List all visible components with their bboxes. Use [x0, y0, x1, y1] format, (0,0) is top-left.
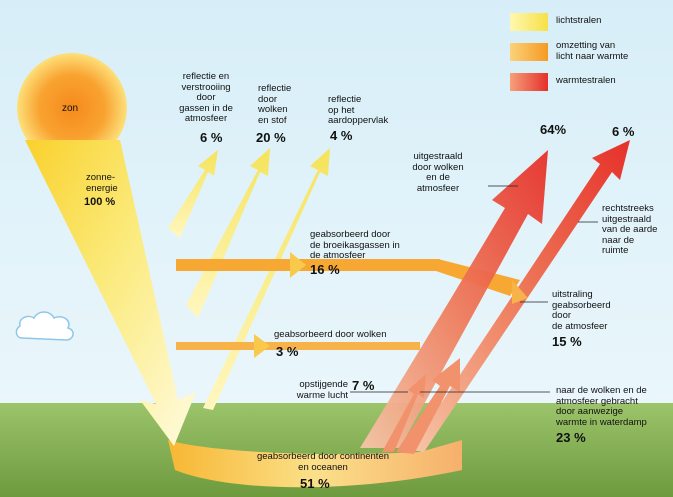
legend-label-heat: warmtestralen	[556, 75, 616, 86]
absorbed-surface-label: geabsorbeerd door continenten en oceanen	[256, 451, 390, 473]
latent-arrow	[396, 358, 460, 454]
surface-band	[168, 440, 462, 488]
reflect-clouds-arrow	[186, 148, 270, 318]
legend-swatch-conversion	[510, 43, 548, 61]
direct-label: rechtstreeks uitgestraald van de aarde n…	[602, 203, 658, 256]
legend-label-light: lichtstralen	[556, 15, 602, 26]
greenhouse-bar	[176, 259, 440, 271]
clouds-bar-arrow	[254, 334, 270, 358]
reflect-clouds-label: reflectie door wolken en stof	[258, 83, 292, 126]
sun-label: zon	[62, 103, 79, 114]
latent-label: naar de wolken en de atmosfeer gebracht …	[556, 385, 647, 428]
radiated-clouds-label: uitgestraald door wolken en de atmosfeer	[412, 151, 464, 194]
absorbed-greenhouse-label: geabsorbeerd door de broeikasgassen in d…	[310, 229, 400, 261]
cloud-icon	[15, 311, 74, 341]
reflect-clouds-pct: 20 %	[256, 130, 286, 145]
pointer-lines	[350, 185, 598, 393]
clouds-bar	[176, 342, 420, 350]
emission-pct: 15 %	[552, 334, 582, 349]
convection-arrow	[382, 374, 426, 452]
absorbed-greenhouse-pct: 16 %	[310, 262, 340, 277]
reflect-surface-pct: 4 %	[330, 128, 353, 143]
latent-pct: 23 %	[556, 430, 586, 445]
reflect-gas-label: reflectie en verstrooiing door gassen in…	[179, 71, 233, 124]
incoming-beam	[25, 140, 196, 446]
reflect-gas-arrow	[168, 150, 218, 238]
convection-pct: 7 %	[352, 378, 375, 393]
absorbed-surface-pct: 51 %	[300, 476, 330, 491]
convection-label: opstijgende warme lucht	[296, 379, 348, 401]
reflect-surface-label: reflectie op het aardoppervlak	[328, 94, 389, 126]
incoming-pct: 100 %	[84, 196, 116, 208]
direct-pct: 6 %	[612, 124, 635, 139]
incoming-label: zonne- energie	[86, 172, 118, 194]
legend-label-conversion: omzetting van licht naar warmte	[556, 40, 629, 62]
emission-label: uitstraling geabsorbeerd door de atmosfe…	[552, 289, 611, 332]
radiated-clouds-arrow	[360, 150, 548, 448]
emission-arrow	[512, 280, 528, 304]
legend-swatch-light	[510, 13, 548, 31]
radiated-clouds-pct: 64%	[540, 122, 567, 137]
sun-icon	[17, 53, 127, 163]
legend-swatch-heat	[510, 73, 548, 91]
absorbed-clouds-pct: 3 %	[276, 344, 299, 359]
absorbed-clouds-label: geabsorbeerd door wolken	[274, 329, 387, 340]
greenhouse-bar-arrow	[290, 252, 306, 278]
reflect-gas-pct: 6 %	[200, 130, 223, 145]
